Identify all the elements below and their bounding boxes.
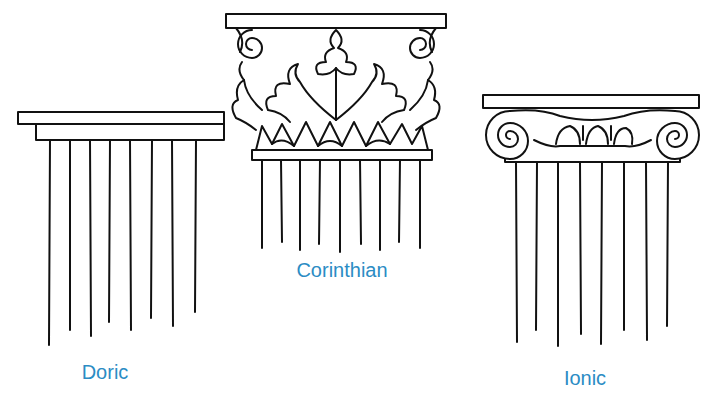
corinthian-capital-stroke	[238, 30, 262, 58]
ionic-capital-stroke	[516, 162, 668, 346]
corinthian-capital-stroke	[236, 28, 436, 52]
ionic-capital-stroke	[510, 110, 675, 120]
doric-capital-stroke	[49, 140, 196, 345]
ionic-capital-stroke	[486, 111, 528, 159]
ionic-capital-stroke	[505, 159, 680, 162]
corinthian-capital-stroke	[410, 30, 434, 58]
corinthian-capital-stroke	[232, 80, 262, 130]
corinthian-capital-stroke	[256, 122, 428, 150]
ionic-capital-stroke	[657, 111, 699, 159]
corinthian-capital-stroke	[226, 14, 446, 28]
corinthian-capital	[226, 14, 446, 252]
corinthian-capital-stroke	[262, 160, 420, 252]
ionic-capital-stroke	[534, 140, 651, 146]
corinthian-capital-stroke	[410, 80, 440, 130]
doric-capital	[18, 112, 224, 345]
corinthian-capital-stroke	[266, 64, 336, 122]
doric-capital-stroke	[36, 124, 224, 140]
corinthian-capital-stroke	[252, 150, 432, 160]
corinthian-capital-stroke	[336, 64, 406, 122]
ionic-capital-stroke	[583, 126, 611, 140]
doric-capital-stroke	[18, 112, 224, 124]
column-order-label: Doric	[82, 360, 129, 384]
ionic-capital	[483, 95, 699, 346]
corinthian-capital-stroke	[272, 140, 390, 146]
column-order-label: Ionic	[564, 366, 606, 390]
column-order-label: Corinthian	[296, 258, 387, 282]
corinthian-capital-stroke	[239, 62, 432, 80]
ionic-capital-stroke	[483, 95, 699, 108]
corinthian-capital-stroke	[335, 68, 337, 120]
ionic-capital-stroke	[556, 126, 632, 144]
